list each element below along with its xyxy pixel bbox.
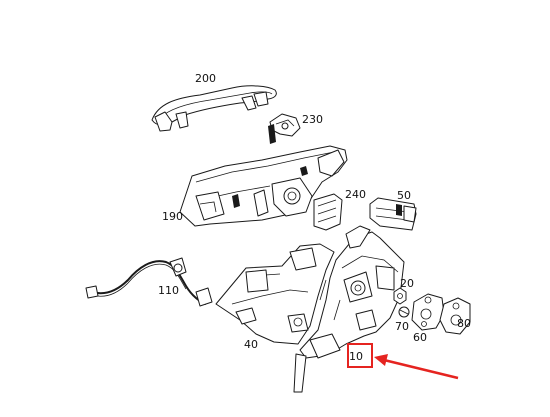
part-10-door-lock [293,225,405,393]
label-200: 200 [195,72,216,85]
label-60: 60 [413,331,427,344]
part-70-screw [398,306,410,318]
label-70: 70 [395,320,409,333]
part-40-carrier [215,243,335,345]
part-20-bolt [393,287,407,305]
part-190-handle-carrier [179,145,348,227]
label-80: 80 [457,317,471,330]
label-240: 240 [345,188,366,201]
part-50-connector [369,197,417,231]
label-230: 230 [302,113,323,126]
part-200-door-handle [151,85,277,132]
pointer-arrow [374,354,459,380]
highlight-box [347,343,373,368]
label-190: 190 [162,210,183,223]
part-80-plate [439,297,471,335]
label-40: 40 [244,338,258,351]
part-240-actuator [313,193,343,231]
label-110: 110 [158,284,179,297]
part-230-clip [268,113,301,144]
part-110-bowden-cable [85,257,213,307]
label-50: 50 [397,189,411,202]
label-20: 20 [400,277,414,290]
label-10: 10 [349,350,363,363]
part-60-plate [411,293,445,331]
